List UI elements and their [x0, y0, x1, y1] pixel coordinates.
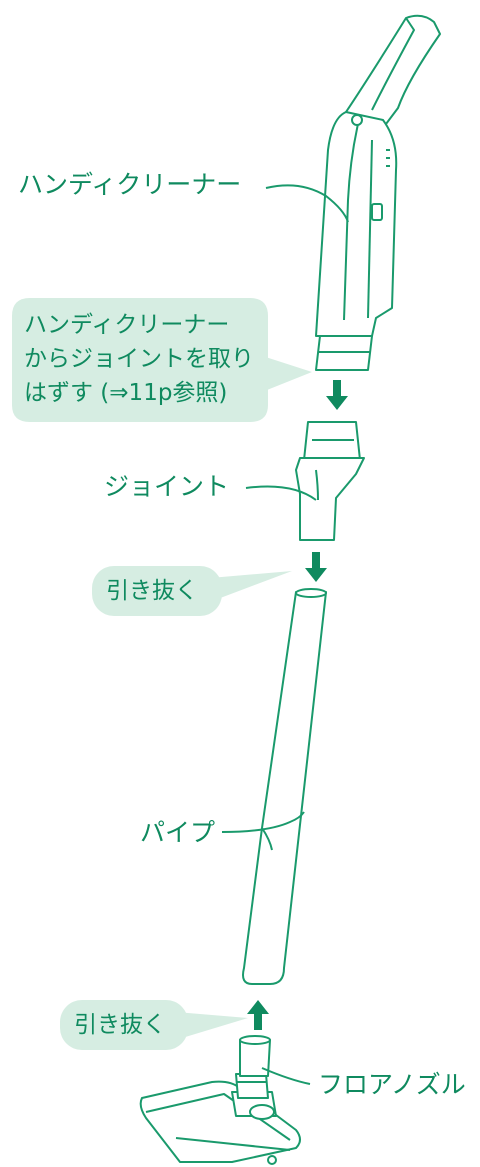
leader-joint	[245, 485, 317, 501]
label-floor-nozzle: フロアノズル	[318, 1070, 466, 1099]
callout-detach-handy-line-1: ハンディクリーナー	[24, 312, 230, 338]
callout-pull-out-2	[60, 1000, 248, 1050]
leader-pipe	[221, 811, 305, 833]
arrow-up-3	[247, 1000, 269, 1030]
pipe	[242, 588, 327, 985]
handy-cleaner	[315, 14, 441, 371]
callout-detach-handy-line-3: はずす (⇒11p参照)	[24, 380, 228, 406]
callout-pull-out-2: 引き抜く	[74, 1012, 166, 1038]
leader-floor-nozzle	[261, 1067, 311, 1085]
arrow-down-2	[305, 552, 327, 582]
arrow-down-1	[326, 380, 348, 410]
callout-detach-handy-line-2: からジョイントを取り	[24, 346, 254, 372]
label-pipe: パイプ	[140, 818, 216, 847]
callout-detach-handy	[12, 298, 312, 422]
callout-pull-out-1	[92, 566, 292, 616]
label-joint: ジョイント	[104, 472, 230, 501]
leader-handy-cleaner	[265, 184, 349, 223]
floor-nozzle	[139, 1035, 301, 1165]
label-handy-cleaner: ハンディクリーナー	[18, 170, 242, 199]
joint	[295, 421, 365, 541]
callout-pull-out-1: 引き抜く	[106, 578, 198, 604]
